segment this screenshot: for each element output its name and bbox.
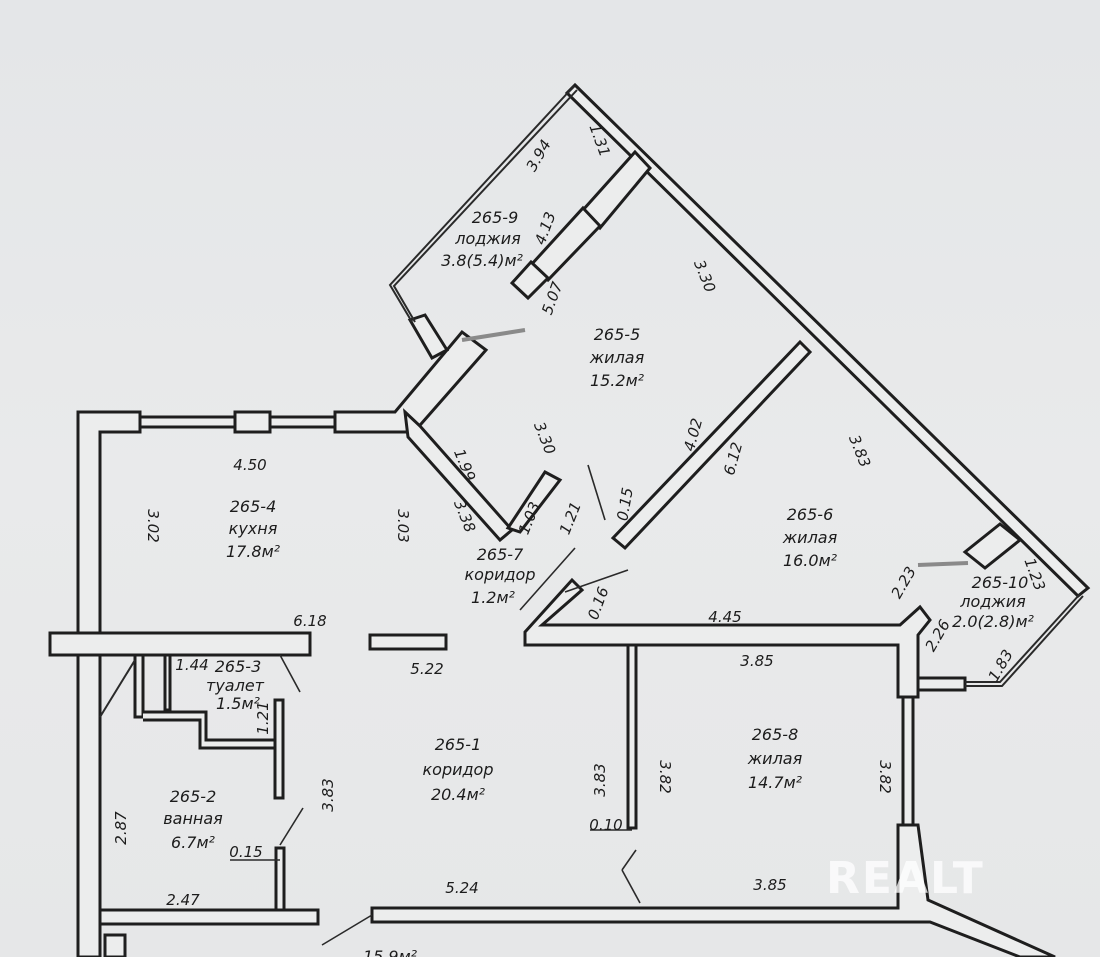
- watermark-logo: REALT: [826, 853, 985, 904]
- dimension: 1.21: [254, 701, 272, 734]
- dimension: 6.18: [293, 612, 326, 630]
- dimension: 1.83: [985, 647, 1017, 685]
- room-id: 265-5: [594, 325, 641, 344]
- room-area: 17.8м²: [226, 542, 281, 561]
- dimension: 1.21: [556, 499, 585, 537]
- room-name: жилая: [782, 528, 838, 547]
- room-id: 265-10: [972, 573, 1029, 592]
- dimension: 5.22: [410, 660, 443, 678]
- room-265-7: 265-7 коридор 1.2м²: [464, 545, 535, 607]
- room-id: 265-6: [787, 505, 834, 524]
- thin-lines: [99, 85, 1084, 946]
- dimension: 2.23: [888, 564, 920, 602]
- room-name: туалет: [206, 676, 265, 695]
- dimension: 3.82: [876, 760, 894, 793]
- dimension: 3.83: [845, 432, 874, 470]
- room-id: 265-8: [752, 725, 799, 744]
- room-265-9: 265-9 лоджия 3.8(5.4)м²: [441, 208, 523, 270]
- dimension: 3.03: [394, 509, 412, 542]
- dimension: 1.03: [515, 499, 544, 537]
- dimension: 3.85: [753, 876, 786, 894]
- room-id: 265-3: [215, 657, 262, 676]
- dimension: 0.10: [589, 816, 622, 834]
- room-id: 265-7: [477, 545, 524, 564]
- room-265-3: 265-3 туалет 1.5м²: [206, 657, 265, 713]
- room-name: лоджия: [959, 592, 1026, 611]
- room-area: 14.7м²: [748, 773, 803, 792]
- dimension: 3.83: [591, 763, 609, 796]
- room-265-2: 265-2 ванная 6.7м²: [163, 787, 223, 852]
- room-265-1: 265-1 коридор 20.4м²: [422, 735, 493, 804]
- room-area: 6.7м²: [171, 833, 216, 852]
- room-name: коридор: [464, 565, 535, 584]
- room-id: 265-1: [435, 735, 482, 754]
- room-area: 16.0м²: [783, 551, 838, 570]
- dimension-labels: 3.94 1.31 4.13 5.07 3.30 3.30 1.99 3.38 …: [112, 122, 1049, 957]
- dimension: 4.50: [233, 456, 266, 474]
- dimension: 3.30: [530, 419, 559, 457]
- room-name: жилая: [589, 348, 645, 367]
- room-name: жилая: [747, 749, 803, 768]
- walls: [48, 82, 1091, 957]
- room-name: ванная: [163, 809, 223, 828]
- dimension: 5.24: [445, 879, 478, 897]
- room-area: 1.5м²: [216, 694, 261, 713]
- dimension: 3.83: [319, 778, 337, 811]
- room-area: 15.2м²: [590, 371, 645, 390]
- dimension: 3.85: [740, 652, 773, 670]
- dimension: 0.16: [584, 585, 612, 623]
- room-area: 20.4м²: [431, 785, 486, 804]
- room-id: 265-4: [230, 497, 277, 516]
- room-area: 3.8(5.4)м²: [441, 251, 523, 270]
- dimension: 3.02: [144, 509, 162, 542]
- room-area: 2.0(2.8)м²: [952, 612, 1034, 631]
- dimension: 2.47: [166, 891, 200, 909]
- partial-room-area: 15.9м²: [363, 947, 418, 957]
- room-265-8: 265-8 жилая 14.7м²: [747, 725, 803, 792]
- room-id: 265-2: [170, 787, 217, 806]
- room-id: 265-9: [472, 208, 519, 227]
- dimension: 0.15: [613, 486, 637, 522]
- dimension: 2.87: [112, 811, 130, 845]
- room-265-4: 265-4 кухня 17.8м²: [226, 497, 281, 561]
- room-name: кухня: [229, 519, 278, 538]
- room-265-10: 265-10 лоджия 2.0(2.8)м²: [952, 573, 1034, 631]
- dimension: 0.15: [229, 843, 262, 861]
- dimension: 6.12: [720, 440, 746, 477]
- room-265-6: 265-6 жилая 16.0м²: [782, 505, 838, 570]
- room-area: 1.2м²: [471, 588, 516, 607]
- room-name: лоджия: [454, 229, 521, 248]
- dimension: 1.44: [175, 656, 208, 674]
- dimension: 3.30: [690, 257, 719, 295]
- dimension: 3.82: [656, 760, 674, 793]
- dimension: 4.45: [708, 608, 741, 626]
- room-265-5: 265-5 жилая 15.2м²: [589, 325, 645, 390]
- room-name: коридор: [422, 760, 493, 779]
